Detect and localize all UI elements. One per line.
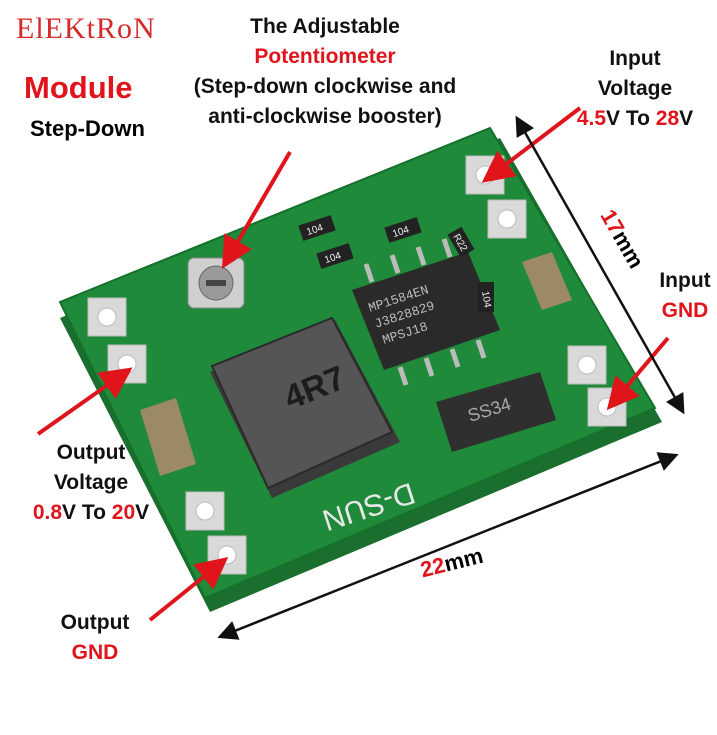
in-volt-line2: Voltage (597, 77, 673, 100)
output-gnd-label: Output GND (40, 608, 150, 668)
module-subtitle: Step-Down (30, 116, 145, 141)
out-volt-range: 0.8V To 20V (16, 498, 166, 528)
out-volt-unit: V (135, 501, 150, 524)
out-gnd-line2: GND (71, 641, 119, 664)
resistor-label-3: 104 (391, 224, 411, 240)
resistor-label-2: 104 (323, 250, 343, 266)
resistor-label-1: 104 (305, 222, 325, 238)
pot-line3: (Step-down clockwise and (193, 75, 457, 98)
output-voltage-label: Output Voltage 0.8V To 20V (16, 438, 166, 528)
module-title: Module (24, 70, 133, 105)
in-volt-line1: Input (609, 47, 661, 70)
out-gnd-line1: Output (60, 611, 130, 634)
potentiometer-label: The Adjustable Potentiometer (Step-down … (180, 12, 470, 132)
out-volt-sep: V To (62, 501, 112, 524)
potentiometer (187, 257, 245, 309)
out-volt-line2: Voltage (53, 471, 129, 494)
resistors: 104 104 104 104 R22 (298, 215, 494, 312)
out-volt-line1: Output (56, 441, 126, 464)
out-volt-min: 0.8 (32, 501, 63, 524)
dimension-arrows (217, 115, 685, 640)
resistor-label-4: 104 (479, 290, 493, 309)
out-volt-max: 20 (111, 501, 136, 524)
pot-line1: The Adjustable (250, 15, 400, 38)
pot-line2: Potentiometer (254, 45, 396, 68)
brand-logo: ElEKtRoN (16, 12, 156, 45)
pot-line4: anti-clockwise booster) (208, 105, 442, 128)
regulator-chip: MP1584EN J3828829 MPSJ18 (352, 238, 500, 386)
